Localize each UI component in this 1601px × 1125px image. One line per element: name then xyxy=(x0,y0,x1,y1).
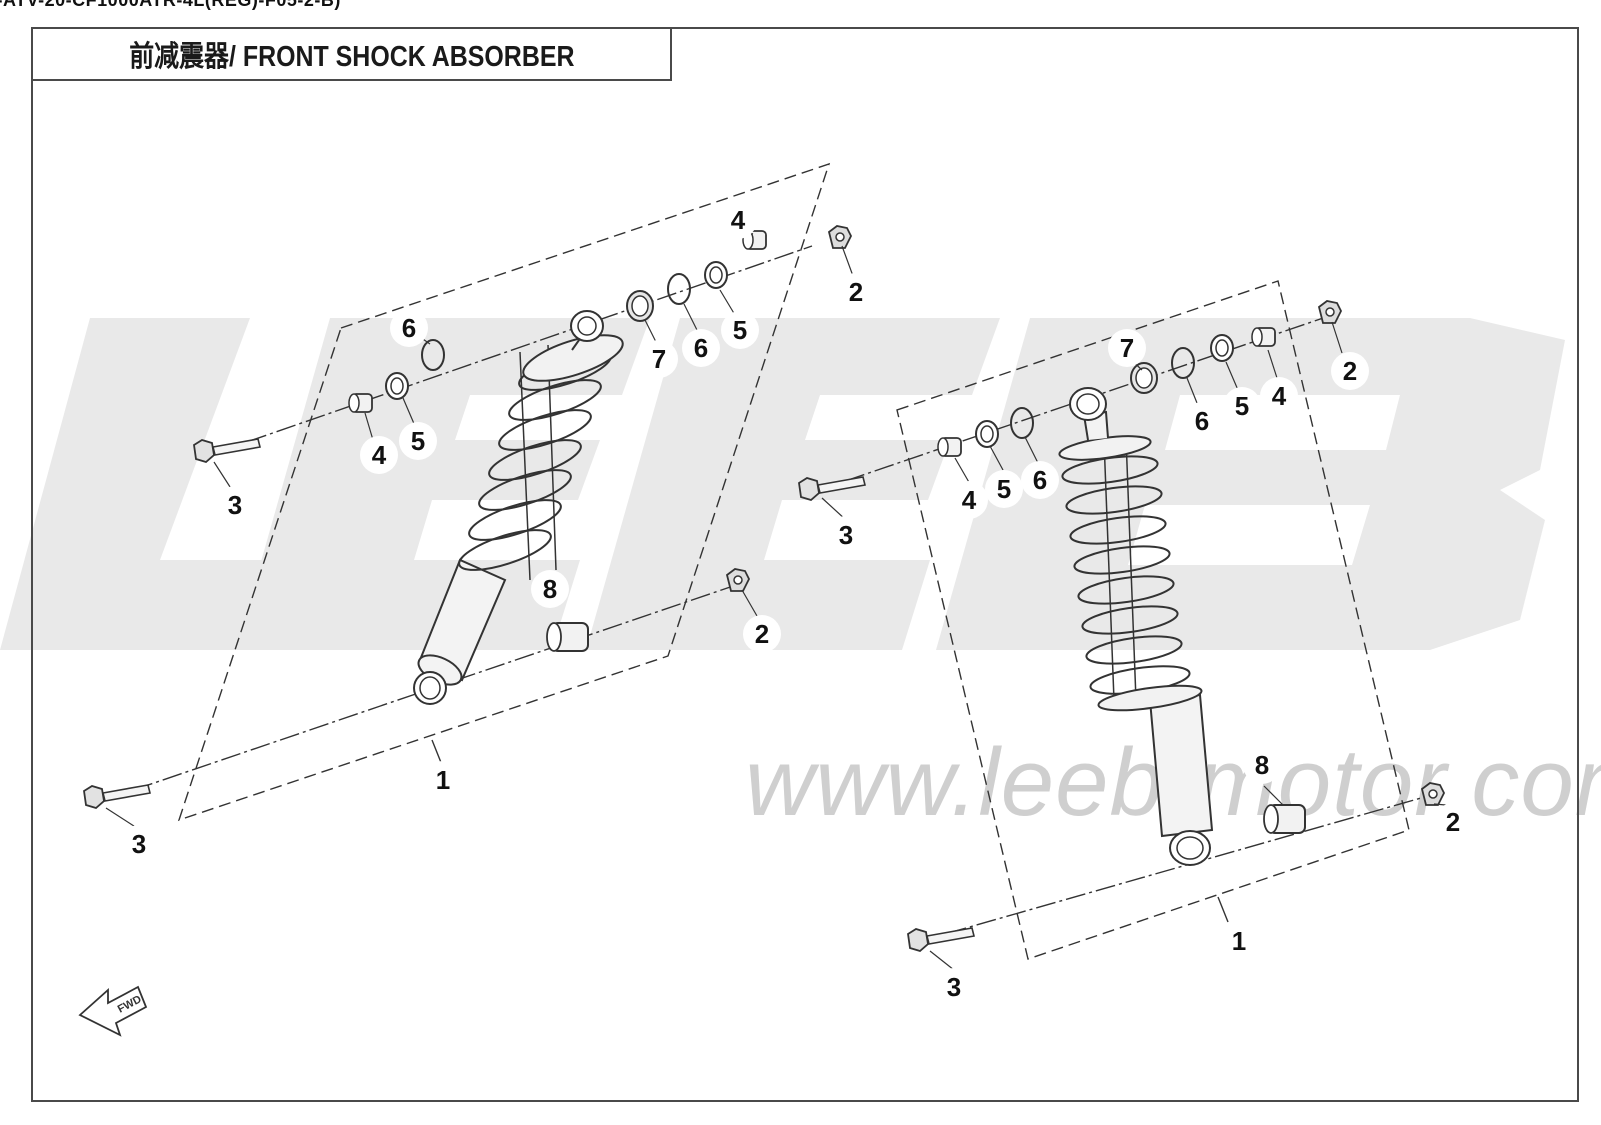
callout-5: 5 xyxy=(721,311,759,349)
callout-6: 6 xyxy=(1183,402,1221,440)
right-hardware xyxy=(798,300,1445,952)
callout-4: 4 xyxy=(719,201,757,239)
fwd-arrow-icon: FWD xyxy=(78,985,148,1037)
right-dashed-outline xyxy=(896,280,1410,960)
callout-1: 1 xyxy=(424,761,462,799)
callout-3: 3 xyxy=(216,486,254,524)
document-code: T-ATV-20-CF1000ATR-4L(REG)-F05-2-B) xyxy=(0,0,341,10)
page-title: 前减震器/ FRONT SHOCK ABSORBER xyxy=(128,41,575,73)
callout-5: 5 xyxy=(1223,387,1261,425)
callout-8: 8 xyxy=(531,570,569,608)
callout-2: 2 xyxy=(1434,803,1472,841)
callout-3: 3 xyxy=(827,516,865,554)
callout-2: 2 xyxy=(1331,352,1369,390)
callout-5: 5 xyxy=(399,422,437,460)
callout-6: 6 xyxy=(682,329,720,367)
callout-7: 7 xyxy=(640,340,678,378)
callout-7: 7 xyxy=(1108,329,1146,367)
left-shock-body xyxy=(413,310,624,705)
callout-5: 5 xyxy=(985,470,1023,508)
callout-6: 6 xyxy=(390,309,428,347)
callout-2: 2 xyxy=(743,615,781,653)
callout-4: 4 xyxy=(360,436,398,474)
diagram-frame xyxy=(31,27,1579,1102)
callout-6: 6 xyxy=(1021,461,1059,499)
right-shock-body xyxy=(1058,387,1214,866)
callout-8: 8 xyxy=(1243,746,1281,784)
title-box: 前减震器/ FRONT SHOCK ABSORBER xyxy=(31,27,672,81)
callout-4: 4 xyxy=(950,481,988,519)
callout-2: 2 xyxy=(837,273,875,311)
callout-4: 4 xyxy=(1260,377,1298,415)
callout-3: 3 xyxy=(120,825,158,863)
left-dashed-outline xyxy=(177,162,831,822)
callout-1: 1 xyxy=(1220,922,1258,960)
callout-3: 3 xyxy=(935,968,973,1006)
